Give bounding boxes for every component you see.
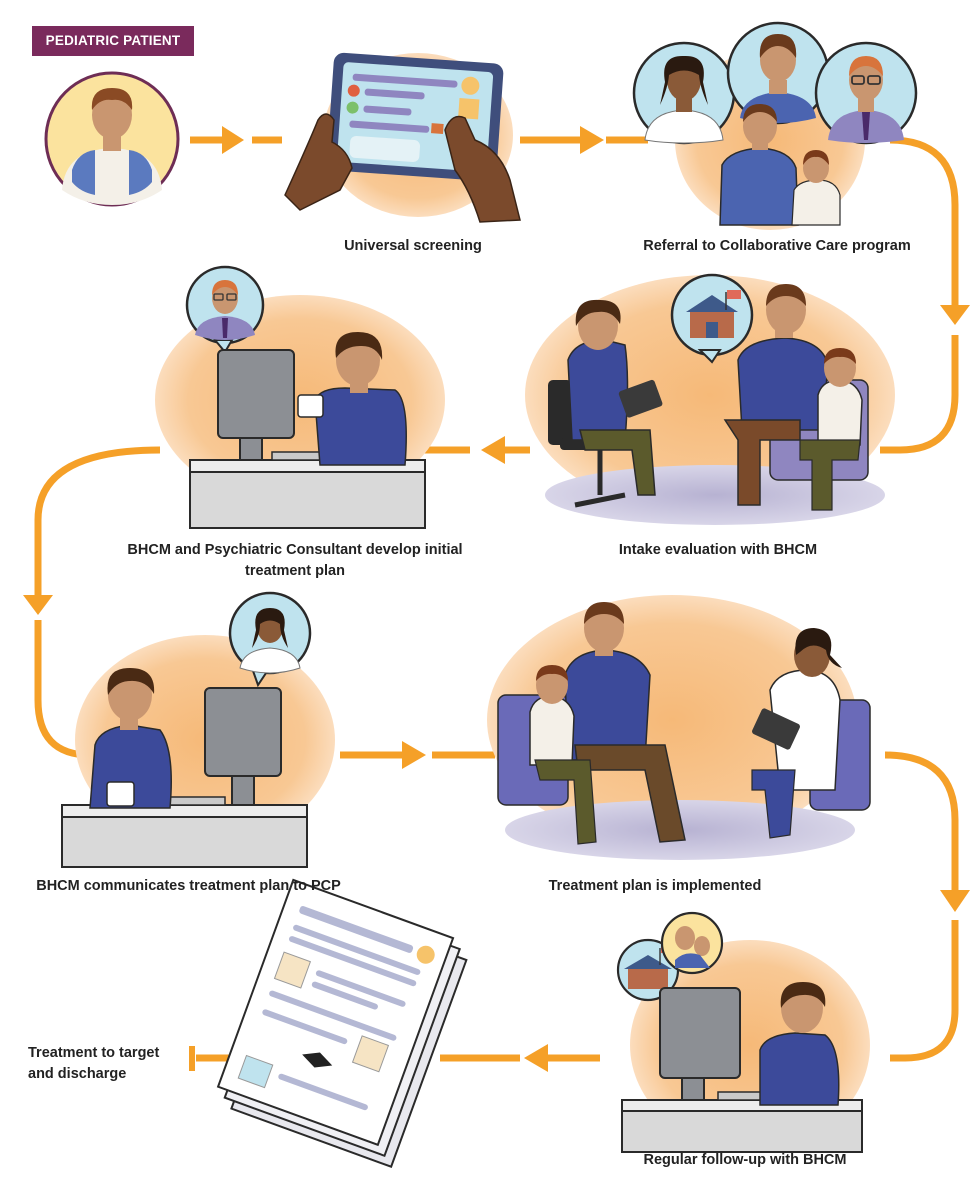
step-universal-screening: Universal screening [344,238,482,254]
child-avatar-icon [44,71,180,207]
flow-arrows [34,136,959,1071]
step-communicate-to-pcp: BHCM communicates treatment plan to PCP [36,878,341,894]
followup-at-computer-icon [616,911,870,1153]
care-team-group-icon [632,21,918,230]
step-referral: Referral to Collaborative Care program [643,238,911,254]
treatment-session-icon [487,595,871,860]
step-intake-evaluation: Intake evaluation with BHCM [618,542,818,558]
tablet-screening-icon [284,52,521,223]
psychiatric-consultant-at-computer-icon [155,265,445,529]
step-regular-followup: Regular follow-up with BHCM [643,1152,847,1168]
pediatric-patient-badge: PEDIATRIC PATIENT [32,26,194,56]
step-initial-treatment-plan: BHCM and Psychiatric Consultant develop … [127,542,463,579]
intake-meeting-scene-icon [525,273,895,525]
discharge-documents-icon [216,878,468,1168]
step-plan-implemented: Treatment plan is implemented [548,878,762,894]
arrow-heads [23,126,970,1072]
bhcm-messaging-pcp-icon [61,591,335,868]
step-treatment-to-target: Treatment to target and discharge [28,1045,160,1082]
